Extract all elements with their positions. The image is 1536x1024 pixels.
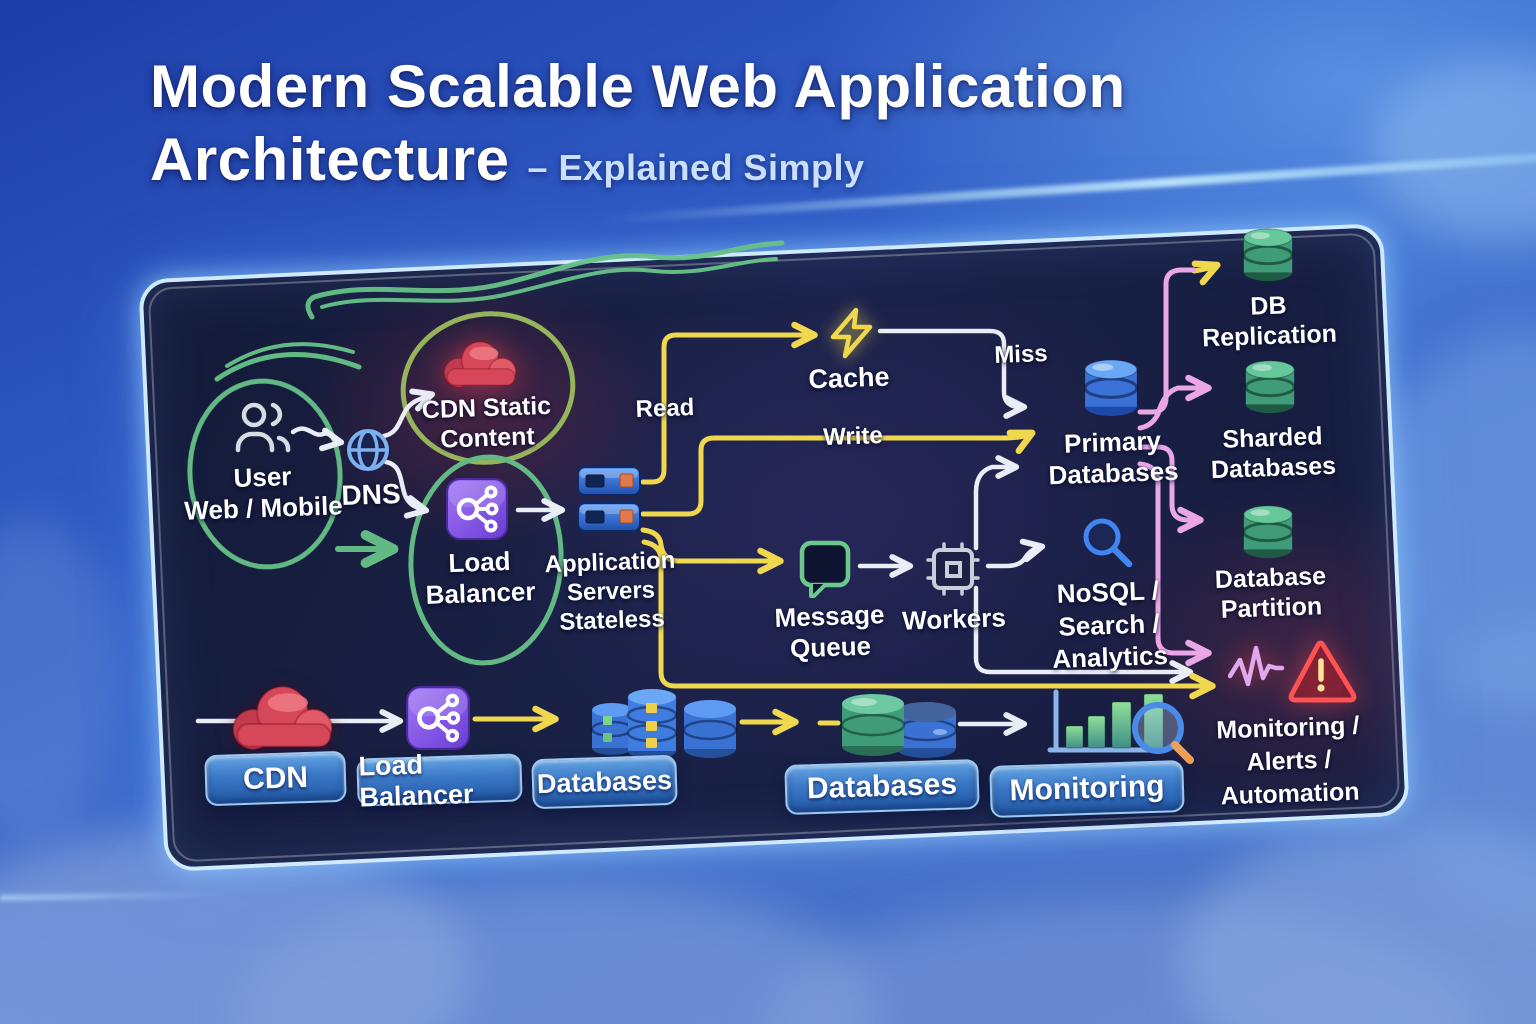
sharded-databases-label-line: Databases xyxy=(1210,451,1337,484)
db-replication-label-line: Replication xyxy=(1201,319,1338,352)
nosql-label: NoSQL / Search / Analytics xyxy=(1050,574,1169,675)
load-balancer-label: Load Balancer xyxy=(424,545,536,610)
light-streak xyxy=(0,890,231,902)
cache-label: Cache xyxy=(807,361,890,395)
nosql-label-line: Analytics xyxy=(1051,639,1169,674)
legend-button-load-balancer[interactable]: Load Balancer xyxy=(356,750,523,813)
user-label-line: Web / Mobile xyxy=(183,489,344,526)
cloud-blob xyxy=(1370,60,1536,240)
legend-button-databases[interactable]: Databases xyxy=(531,754,678,810)
legend-button-monitoring[interactable]: Monitoring xyxy=(989,759,1185,819)
cloud-blob xyxy=(760,900,1480,1024)
cloud-blob xyxy=(1390,620,1536,920)
nosql-label-line: NoSQL / xyxy=(1056,575,1160,609)
message-queue-label: Message Queue xyxy=(774,599,886,664)
primary-databases-label: Primary Databases xyxy=(1047,425,1179,491)
cloud-blob xyxy=(0,520,120,840)
sharded-databases-label-line: Sharded xyxy=(1221,422,1323,454)
write-edge-label: Write xyxy=(822,421,884,452)
db-replication-label-line: DB xyxy=(1249,291,1287,321)
app-servers-label: Application Servers Stateless xyxy=(544,547,678,638)
cloud-blob xyxy=(240,880,880,1024)
cloud-blob xyxy=(1180,820,1536,1024)
load-balancer-label-line: Balancer xyxy=(425,575,536,610)
user-label: User Web / Mobile xyxy=(183,459,343,526)
app-servers-label-line: Servers xyxy=(566,576,656,607)
monitoring-alerts-label-line: Monitoring / xyxy=(1215,711,1360,745)
monitoring-alerts-label: Monitoring / Alerts / Automation xyxy=(1216,710,1362,814)
database-partition-label-line: Database xyxy=(1214,562,1327,594)
message-queue-label-line: Message xyxy=(774,599,885,633)
primary-databases-label-line: Primary xyxy=(1063,425,1162,459)
cdn-static-label-line: Content xyxy=(439,421,536,454)
cdn-static-label: CDN Static Content xyxy=(421,392,552,455)
title-subtitle: – Explained Simply xyxy=(527,147,865,188)
legend-button-databases-2[interactable]: Databases xyxy=(784,758,980,816)
message-queue-label-line: Queue xyxy=(789,630,872,664)
read-edge-label: Read xyxy=(635,393,695,424)
cdn-static-label-line: CDN Static xyxy=(421,391,552,425)
nosql-label-line: Search / xyxy=(1057,607,1161,642)
monitoring-alerts-label-line: Alerts / xyxy=(1246,745,1332,777)
primary-databases-label-line: Databases xyxy=(1048,455,1180,490)
miss-edge-label: Miss xyxy=(993,340,1049,369)
workers-label: Workers xyxy=(901,602,1007,636)
app-servers-label-line: Application xyxy=(544,546,676,579)
db-replication-label: DB Replication xyxy=(1201,290,1338,354)
app-servers-label-line: Stateless xyxy=(558,604,666,636)
sharded-databases-label: Sharded Databases xyxy=(1209,422,1336,485)
title-line-1: Modern Scalable Web Application xyxy=(150,53,1126,120)
page-title: Modern Scalable Web Application Architec… xyxy=(150,52,1126,194)
database-partition-label: Database Partition xyxy=(1214,562,1327,625)
load-balancer-label-line: Load xyxy=(447,545,512,579)
dns-label: DNS xyxy=(340,477,402,512)
monitoring-alerts-label-line: Automation xyxy=(1220,777,1361,811)
legend-button-cdn[interactable]: CDN xyxy=(204,750,347,807)
title-line-2: Architecture xyxy=(150,126,510,193)
database-partition-label-line: Partition xyxy=(1220,591,1323,624)
